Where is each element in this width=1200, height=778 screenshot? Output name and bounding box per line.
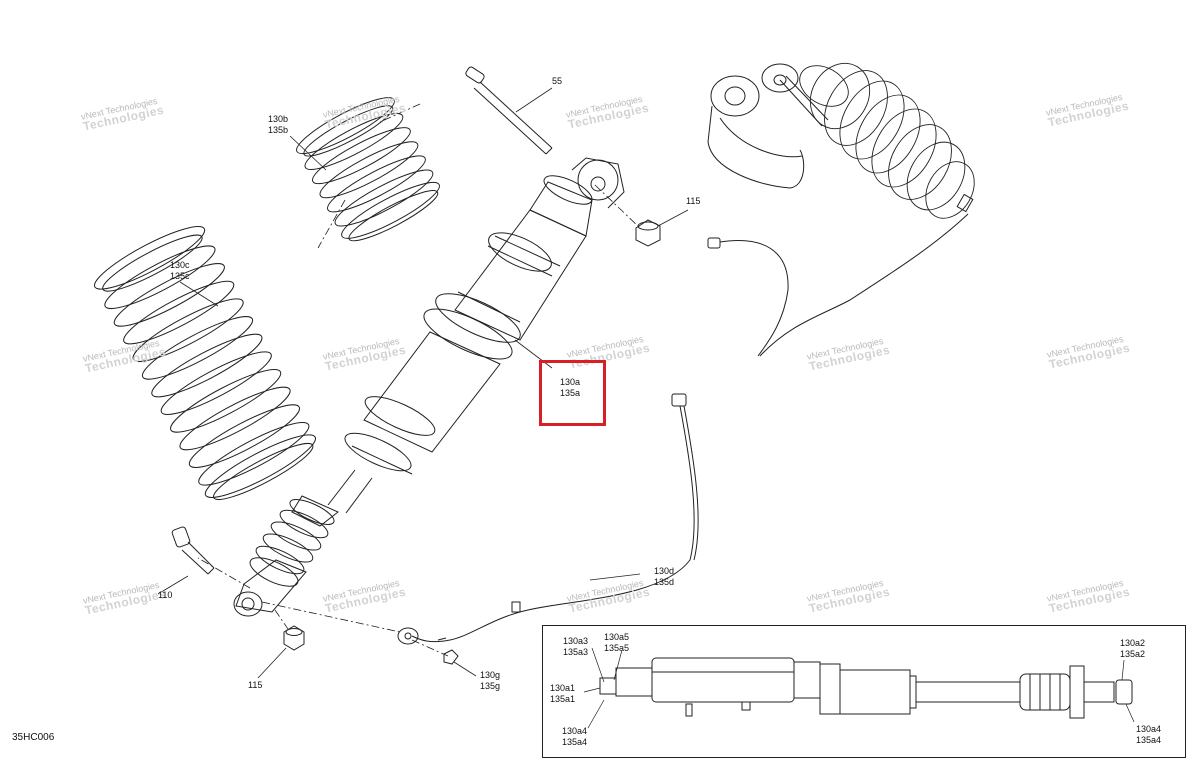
lower-coil-spring xyxy=(94,226,316,501)
selected-callout-highlight xyxy=(539,360,606,426)
inset-shock-view xyxy=(599,657,1133,719)
assembly-axis-lines xyxy=(197,103,641,657)
diagram-reference-code: 35HC006 xyxy=(12,732,55,743)
callout-bolt-top[interactable]: 55 xyxy=(552,76,563,86)
leader-lines xyxy=(157,87,689,679)
bottom-bolt xyxy=(171,526,215,575)
upper-coil-spring xyxy=(296,97,440,242)
callout-bolt-bottom[interactable]: 110 xyxy=(158,590,173,600)
callout-nut-top[interactable]: 115 xyxy=(686,196,701,206)
harness-clip xyxy=(437,637,459,665)
shock-absorber-body xyxy=(233,157,625,617)
bottom-nut xyxy=(283,625,305,651)
top-nut xyxy=(635,219,661,247)
inset-panel xyxy=(542,625,1186,758)
inset-leader-lines xyxy=(583,647,1135,729)
wiring-harness xyxy=(397,393,699,645)
callout-nut-bottom[interactable]: 115 xyxy=(248,680,263,690)
top-bolt xyxy=(465,66,553,155)
assembled-shock-view xyxy=(707,62,975,357)
